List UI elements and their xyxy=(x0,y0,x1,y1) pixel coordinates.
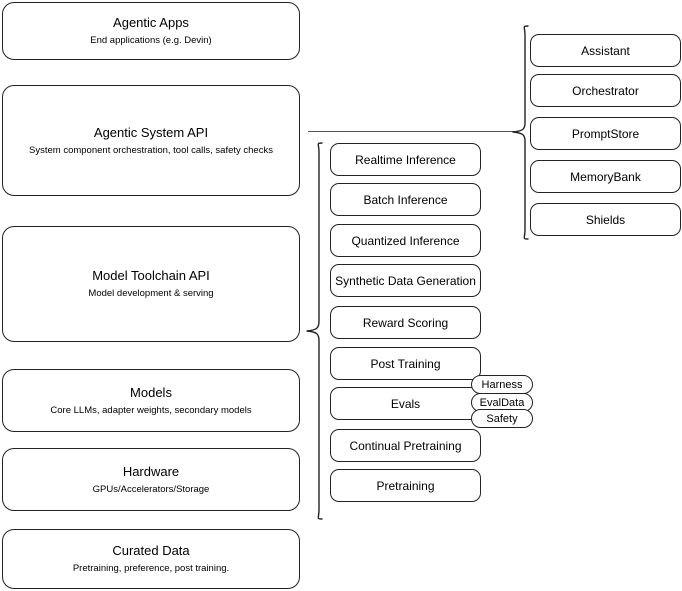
layer-subtitle: Core LLMs, adapter weights, secondary mo… xyxy=(50,404,252,416)
system-component-orchestrator[interactable]: Orchestrator xyxy=(530,74,681,107)
system-component-memorybank[interactable]: MemoryBank xyxy=(530,160,681,193)
capability-realtime-inference[interactable]: Realtime Inference xyxy=(330,143,481,176)
eval-badge-label: Harness xyxy=(481,378,523,391)
eval-badge-harness[interactable]: Harness xyxy=(471,375,533,394)
capability-post-training[interactable]: Post Training xyxy=(330,347,481,380)
capability-reward-scoring[interactable]: Reward Scoring xyxy=(330,306,481,339)
capability-label: Continual Pretraining xyxy=(349,438,462,453)
capability-batch-inference[interactable]: Batch Inference xyxy=(330,183,481,216)
layer-title: Agentic System API xyxy=(93,124,209,140)
component-label: PromptStore xyxy=(571,126,640,141)
layer-title: Curated Data xyxy=(112,543,190,558)
stack-layer-model-toolchain-api[interactable]: Model Toolchain API Model development & … xyxy=(2,226,300,342)
layer-title: Model Toolchain API xyxy=(92,268,210,283)
capability-label: Pretraining xyxy=(376,478,435,493)
capability-continual-pretraining[interactable]: Continual Pretraining xyxy=(330,429,481,462)
eval-badge-label: EvalData xyxy=(479,396,525,409)
capability-label: Batch Inference xyxy=(363,192,448,207)
component-label: Orchestrator xyxy=(572,83,639,98)
capability-pretraining[interactable]: Pretraining xyxy=(330,469,481,502)
system-component-promptstore[interactable]: PromptStore xyxy=(530,117,681,150)
capability-label: Post Training xyxy=(370,356,441,371)
layer-subtitle: End applications (e.g. Devin) xyxy=(90,35,212,46)
stack-layer-hardware[interactable]: Hardware GPUs/Accelerators/Storage xyxy=(2,448,300,511)
layer-subtitle: Model development & serving xyxy=(88,288,214,299)
layer-subtitle: GPUs/Accelerators/Storage xyxy=(92,483,210,495)
stack-layer-curated-data[interactable]: Curated Data Pretraining, preference, po… xyxy=(2,529,300,589)
capability-quantized-inference[interactable]: Quantized Inference xyxy=(330,224,481,257)
capability-label: Synthetic Data Generation xyxy=(335,273,476,288)
capability-label: Realtime Inference xyxy=(355,152,456,167)
stack-layer-models[interactable]: Models Core LLMs, adapter weights, secon… xyxy=(2,369,300,432)
eval-badge-safety[interactable]: Safety xyxy=(471,409,533,428)
stack-layer-agentic-system-api[interactable]: Agentic System API System component orch… xyxy=(2,85,300,196)
component-label: Assistant xyxy=(581,43,630,58)
connector-agentic-system-api-to-components xyxy=(308,131,514,133)
capability-label: Evals xyxy=(390,396,421,411)
layer-subtitle: Pretraining, preference, post training. xyxy=(72,563,230,574)
layer-title: Models xyxy=(130,384,172,400)
component-label: MemoryBank xyxy=(570,169,641,184)
stack-layer-agentic-apps[interactable]: Agentic Apps End applications (e.g. Devi… xyxy=(2,2,300,60)
capability-evals[interactable]: Evals xyxy=(330,387,481,420)
brace-system-components xyxy=(512,25,529,240)
brace-toolchain-capabilities xyxy=(306,142,323,520)
eval-badge-label: Safety xyxy=(486,412,518,425)
capability-label: Quantized Inference xyxy=(351,233,460,248)
capability-label: Reward Scoring xyxy=(362,315,449,330)
system-component-assistant[interactable]: Assistant xyxy=(530,34,681,67)
layer-title: Hardware xyxy=(122,463,180,479)
capability-synthetic-data-generation[interactable]: Synthetic Data Generation xyxy=(330,264,481,297)
system-component-shields[interactable]: Shields xyxy=(530,203,681,236)
component-label: Shields xyxy=(585,212,626,227)
layer-subtitle: System component orchestration, tool cal… xyxy=(29,144,273,156)
layer-title: Agentic Apps xyxy=(113,15,189,30)
